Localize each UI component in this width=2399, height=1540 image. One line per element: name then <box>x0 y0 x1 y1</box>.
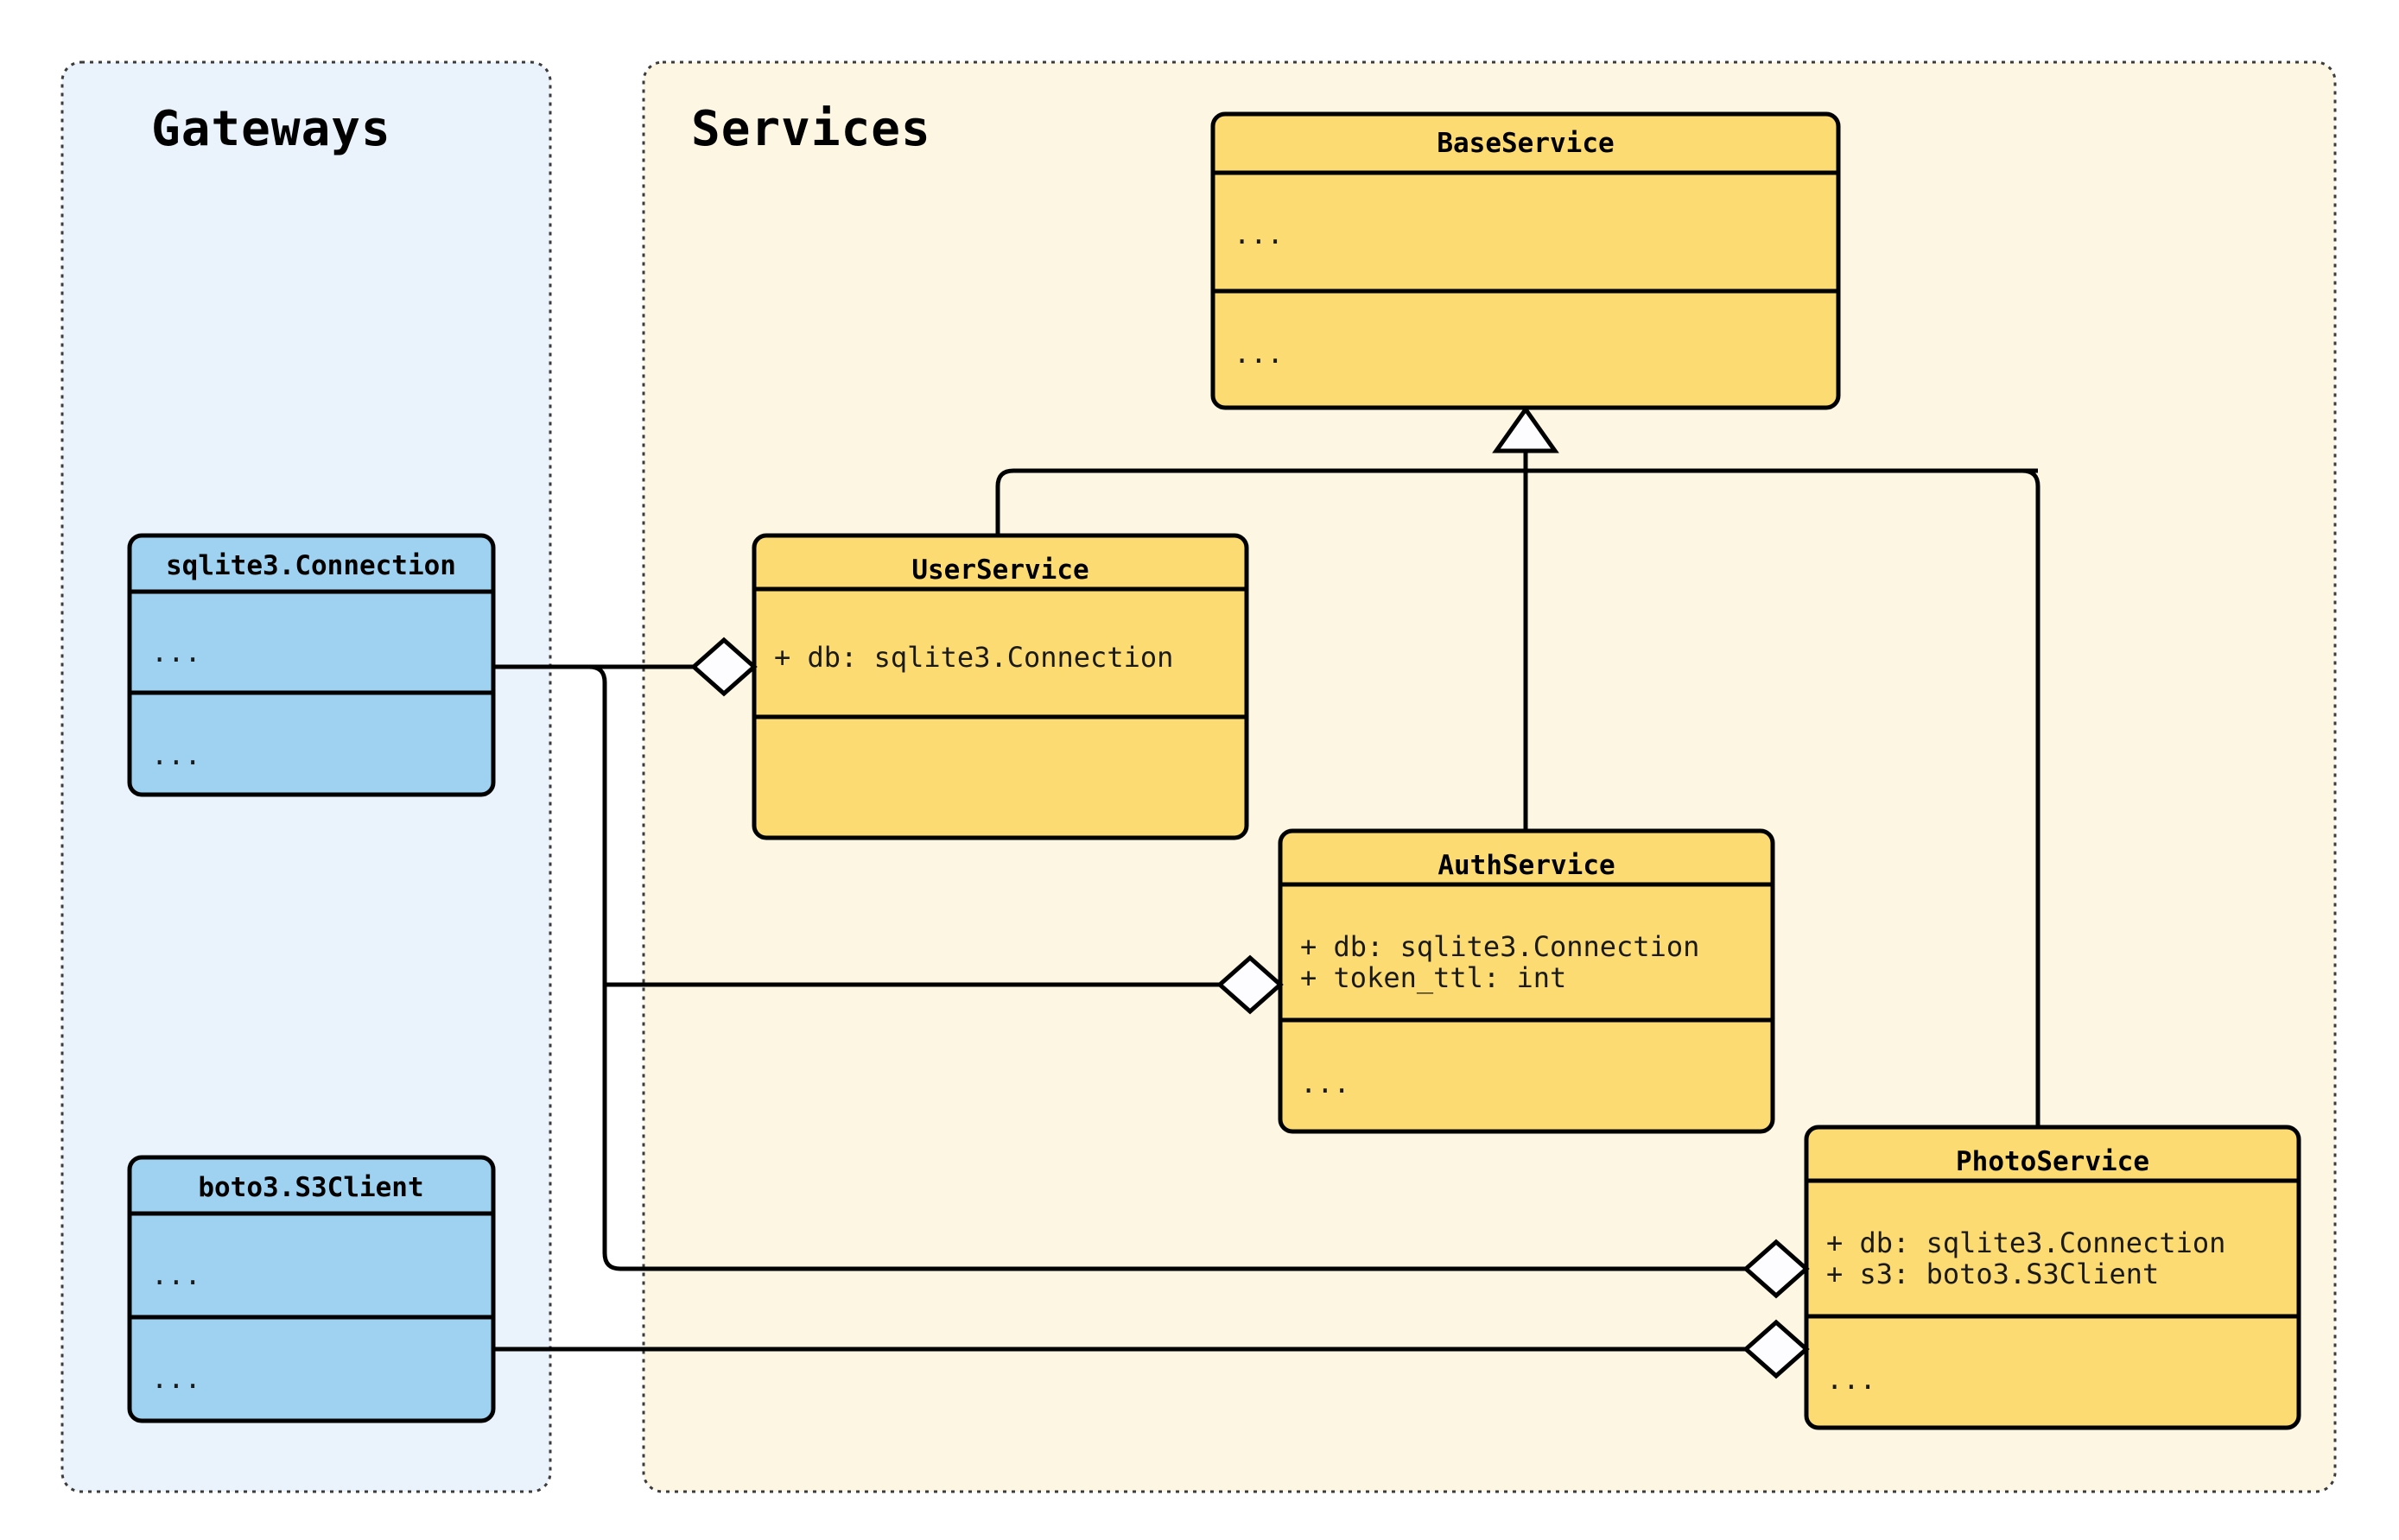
class-photo-service-box <box>1804 1125 2301 1430</box>
class-base-service[interactable]: BaseService ... ... <box>1210 111 1841 410</box>
class-boto3-s3client-attr-row: ... <box>151 1258 201 1291</box>
class-base-service-name: BaseService <box>1437 128 1614 159</box>
package-gateways-title: Gateways <box>151 101 391 157</box>
class-boto3-s3client-box <box>127 1155 496 1423</box>
class-user-service-box <box>752 533 1249 840</box>
class-base-service-attr-row: ... <box>1234 218 1284 250</box>
class-user-service-attr-row-0: + db: sqlite3.Connection <box>774 641 1173 674</box>
class-photo-service-attr-row-1: + s3: boto3.S3Client <box>1826 1258 2159 1290</box>
class-sqlite3-connection-name: sqlite3.Connection <box>166 550 456 581</box>
class-sqlite3-connection-attr-row: ... <box>151 636 201 669</box>
class-photo-service-name: PhotoService <box>1956 1146 2149 1177</box>
class-auth-service-attr-row-0: + db: sqlite3.Connection <box>1300 930 1699 963</box>
class-photo-service-attr-row-0: + db: sqlite3.Connection <box>1826 1226 2225 1259</box>
class-user-service-name: UserService <box>911 555 1088 586</box>
aggregation-diamond-icon-photoservice-db <box>1742 1239 1810 1299</box>
class-auth-service-name: AuthService <box>1437 850 1615 881</box>
class-boto3-s3client[interactable]: boto3.S3Client ... ... <box>127 1155 496 1423</box>
class-photo-service-method-row-0: ... <box>1826 1363 1876 1396</box>
class-photo-service[interactable]: PhotoService + db: sqlite3.Connection + … <box>1804 1125 2301 1430</box>
inheritance-edges <box>995 448 2040 1127</box>
edge-userservice-to-baseservice <box>995 468 1014 536</box>
inheritance-triangle-icon <box>1492 405 1559 453</box>
package-services-title: Services <box>691 101 931 157</box>
class-boto3-s3client-name: boto3.S3Client <box>198 1172 423 1203</box>
edge-sqlite3-trunk <box>493 664 1754 1271</box>
aggregation-diamond-icon-authservice <box>1216 954 1284 1015</box>
class-user-service[interactable]: UserService + db: sqlite3.Connection <box>752 533 1249 840</box>
aggregation-diamond-icon-userservice <box>690 637 758 697</box>
class-boto3-s3client-method-row: ... <box>151 1362 201 1395</box>
class-base-service-method-row: ... <box>1234 337 1284 370</box>
class-auth-service[interactable]: AuthService + db: sqlite3.Connection + t… <box>1278 828 1775 1134</box>
edge-photoservice-to-baseservice <box>2021 468 2040 1127</box>
class-auth-service-attr-row-1: + token_ttl: int <box>1300 961 1566 994</box>
aggregation-diamond-icon-photoservice-s3 <box>1742 1319 1810 1379</box>
class-sqlite3-connection-box <box>127 533 496 797</box>
class-auth-service-method-row-0: ... <box>1300 1067 1350 1100</box>
class-sqlite3-connection-method-row: ... <box>151 738 201 771</box>
class-auth-service-box <box>1278 828 1775 1134</box>
aggregation-edges <box>493 664 1754 1352</box>
class-sqlite3-connection[interactable]: sqlite3.Connection ... ... <box>127 533 496 797</box>
